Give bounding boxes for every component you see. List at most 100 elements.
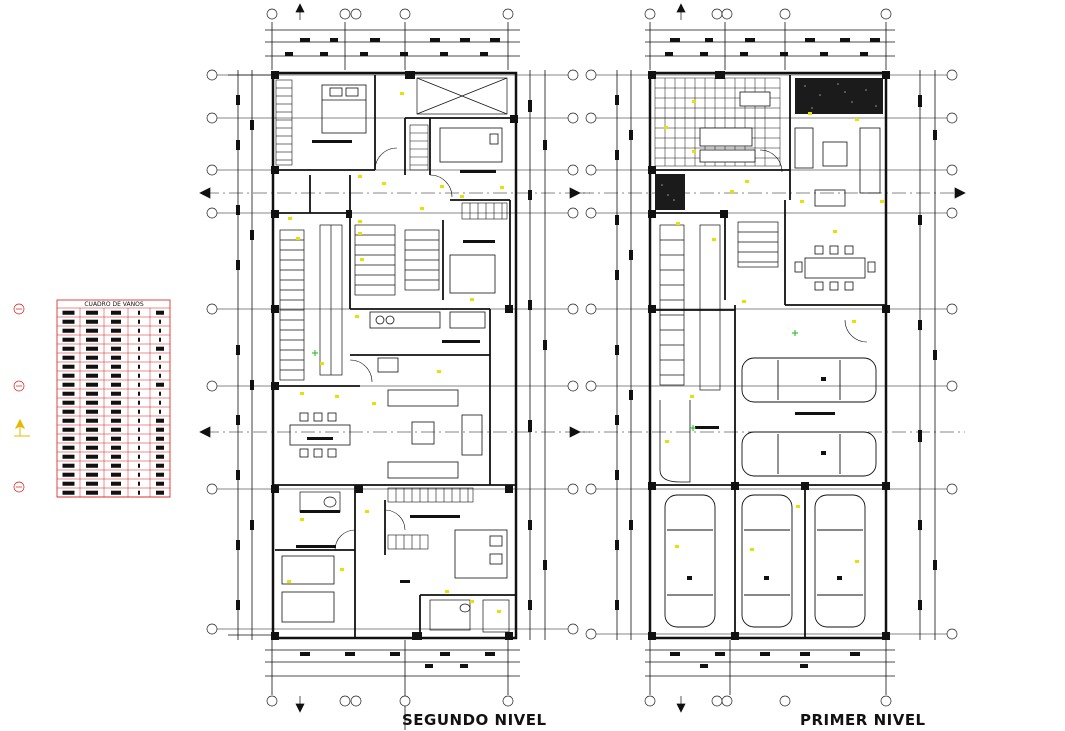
- table-cell-mark: [111, 427, 121, 432]
- dimension-lines-bottom-2: [645, 640, 895, 695]
- table-cell-mark: [86, 391, 98, 396]
- table-cell-mark: [159, 391, 161, 396]
- legend-bubbles: [13, 303, 25, 493]
- table-cell-mark: [156, 310, 164, 315]
- table-cell-mark: [138, 400, 140, 405]
- table-cell-mark: [138, 346, 140, 351]
- table-cell-mark: [86, 481, 98, 486]
- table-cell-mark: [86, 418, 98, 423]
- table-cell-mark: [111, 463, 121, 468]
- bathroom-fixtures-icon: [299, 491, 510, 633]
- room-label-blocks: [296, 140, 496, 583]
- table-cell-mark: [111, 382, 121, 387]
- interior-walls: [273, 75, 516, 638]
- table-cell-mark: [156, 454, 164, 459]
- table-cell-mark: [156, 418, 164, 423]
- dimension-lines-left-2: [616, 70, 632, 640]
- table-title: CUADRO DE VANOS: [84, 301, 144, 308]
- table-cell-mark: [156, 472, 164, 477]
- table-cell-mark: [156, 436, 164, 441]
- kitchen-counter-icon-2: [699, 91, 771, 163]
- annotations-primer: [664, 100, 884, 563]
- table-cell-mark: [86, 364, 98, 369]
- table-cell-mark: [86, 319, 98, 324]
- table-cell-mark: [111, 472, 121, 477]
- table-cell-mark: [159, 400, 161, 405]
- table-cell-mark: [156, 382, 164, 387]
- table-cell-mark: [62, 418, 75, 423]
- interior-walls-2: [650, 75, 886, 638]
- table-cell-mark: [156, 445, 164, 450]
- table-cell-mark: [111, 337, 121, 342]
- table-cell-mark: [62, 391, 75, 396]
- table-cell-mark: [62, 454, 75, 459]
- table-cell-mark: [62, 400, 75, 405]
- outer-walls-2: [648, 71, 888, 640]
- sheet-title-primer-nivel: PRIMER NIVEL: [800, 711, 926, 729]
- table-cell-mark: [159, 319, 161, 324]
- table-cell-mark: [138, 337, 140, 342]
- dimension-lines-top: [265, 22, 520, 70]
- table-cell-mark: [156, 481, 164, 486]
- garden-hatch: [655, 78, 883, 210]
- dimension-ticks-bottom: [300, 652, 495, 668]
- table-cell-mark: [62, 364, 75, 369]
- table-cell-mark: [138, 373, 140, 378]
- grid-axes-horizontal: [205, 74, 590, 630]
- table-cell-mark: [138, 382, 140, 387]
- dining-table-icon-2: [794, 245, 876, 291]
- table-cell-mark: [138, 418, 140, 423]
- table-cell-mark: [111, 481, 121, 486]
- columns-2: [648, 71, 890, 640]
- dimension-lines-left: [228, 70, 272, 640]
- table-cell-mark: [86, 427, 98, 432]
- table-cell-mark: [62, 445, 75, 450]
- plan-primer-nivel: [580, 22, 965, 695]
- dimension-ticks-right-2: [918, 95, 937, 610]
- table-cell-mark: [62, 319, 75, 324]
- table-cell-mark: [62, 328, 75, 333]
- outer-walls: [271, 71, 518, 640]
- dimension-ticks-top: [285, 38, 500, 56]
- table-cell-mark: [62, 427, 75, 432]
- table-cells: [62, 310, 164, 495]
- table-cell-mark: [138, 454, 140, 459]
- table-cell-mark: [111, 328, 121, 333]
- table-cell-mark: [159, 328, 161, 333]
- table-cell-mark: [86, 454, 98, 459]
- dimension-lines-right-2: [919, 70, 936, 640]
- table-cell-mark: [86, 463, 98, 468]
- openings-schedule-table: [56, 299, 171, 498]
- table-cell-mark: [111, 400, 121, 405]
- table-cell-mark: [86, 328, 98, 333]
- table-cell-mark: [62, 337, 75, 342]
- grid-axes-horizontal-2: [580, 74, 965, 635]
- section-arrow-icon: [199, 3, 966, 713]
- table-cell-mark: [86, 409, 98, 414]
- table-cell-mark: [111, 436, 121, 441]
- bed-icon: [281, 84, 508, 623]
- table-cell-mark: [86, 436, 98, 441]
- table-cell-mark: [111, 364, 121, 369]
- table-cell-mark: [62, 373, 75, 378]
- table-cell-mark: [62, 481, 75, 486]
- garden-speckle: [661, 83, 877, 201]
- green-marker-primer: [690, 330, 798, 431]
- dimension-ticks-right: [528, 100, 547, 610]
- table-cell-mark: [138, 463, 140, 468]
- plan-segundo-nivel: [205, 22, 590, 730]
- table-cell-mark: [86, 373, 98, 378]
- dimension-ticks-left-2: [615, 95, 633, 610]
- table-cell-mark: [138, 310, 140, 315]
- closet-hatch: [275, 79, 508, 550]
- dimension-ticks-bottom-2: [670, 652, 860, 668]
- table-cell-mark: [86, 346, 98, 351]
- table-cell-mark: [156, 427, 164, 432]
- dimension-lines-top-2: [645, 22, 895, 70]
- table-cell-mark: [86, 310, 98, 315]
- sheet-title-segundo-nivel: SEGUNDO NIVEL: [402, 711, 547, 729]
- table-cell-mark: [86, 472, 98, 477]
- dining-table-icon: [289, 412, 351, 458]
- table-cell-mark: [62, 310, 75, 315]
